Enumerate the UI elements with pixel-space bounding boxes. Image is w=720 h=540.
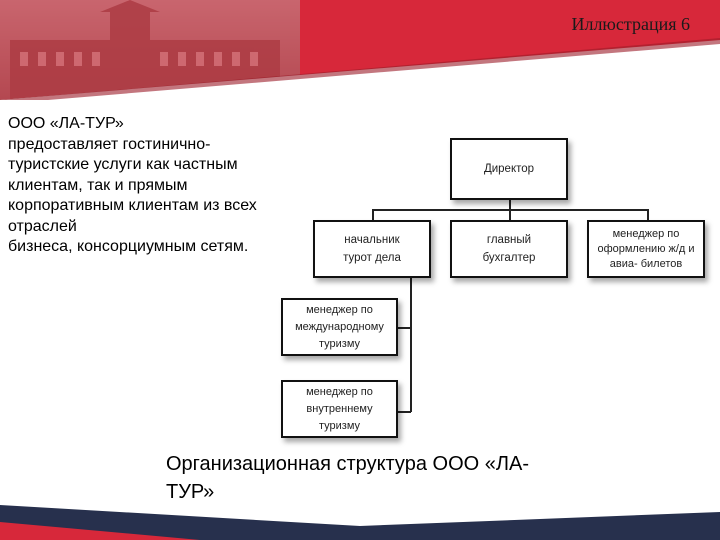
connector-line xyxy=(410,278,412,412)
box-text: Директор xyxy=(483,163,535,175)
box-text: менеджер по xyxy=(612,227,680,240)
box-text: главный xyxy=(486,234,532,246)
director-box: Директор xyxy=(450,138,568,200)
chart-caption: Организационная структура ООО «ЛА- ТУР» xyxy=(166,450,586,506)
description-line: бизнеса, консорциумным сетям. xyxy=(8,238,249,255)
description-line: ООО «ЛА-ТУР» xyxy=(8,115,124,132)
box-text: авиа- билетов xyxy=(609,257,683,270)
box-text: менеджер по xyxy=(306,385,373,398)
box-text: туризму xyxy=(318,419,361,432)
connector-line xyxy=(647,209,649,220)
description-line: корпоративным клиентам из всех xyxy=(8,197,257,214)
caption-line: ТУР» xyxy=(166,481,215,503)
connector-line xyxy=(398,411,411,413)
tickets-manager-box: менеджер по оформлению ж/д и авиа- билет… xyxy=(587,220,705,278)
box-text: внутреннему xyxy=(306,402,373,415)
chief-accountant-box: главный бухгалтер xyxy=(450,220,568,278)
connector-line xyxy=(509,209,511,220)
connector-line xyxy=(372,209,374,220)
company-description: ООО «ЛА-ТУР» предоставляет гостинично- т… xyxy=(8,114,298,258)
header-banner xyxy=(0,0,720,100)
box-text: менеджер по xyxy=(306,303,373,316)
head-tour-dept-box: начальник турот дела xyxy=(313,220,431,278)
box-text: начальник xyxy=(344,234,400,246)
description-line: предоставляет гостинично- xyxy=(8,135,211,153)
slide-label: Иллюстрация 6 xyxy=(571,14,690,34)
domestic-manager-box: менеджер по внутреннему туризму xyxy=(281,380,398,438)
description-line: туристские услуги как частным xyxy=(8,156,238,173)
box-text: бухгалтер xyxy=(482,252,536,264)
description-line: клиентам, так и прямым xyxy=(8,176,188,194)
connector-line xyxy=(398,327,411,329)
connector-line xyxy=(509,200,511,210)
box-text: оформлению ж/д и xyxy=(597,242,695,255)
international-manager-box: менеджер по международному туризму xyxy=(281,298,398,356)
caption-line: Организационная структура ООО «ЛА- xyxy=(166,453,529,475)
banner-graphic xyxy=(0,0,720,100)
description-line: отраслей xyxy=(8,217,77,235)
box-text: турот дела xyxy=(343,252,401,264)
box-text: туризму xyxy=(318,337,360,350)
box-text: международному xyxy=(295,320,384,333)
